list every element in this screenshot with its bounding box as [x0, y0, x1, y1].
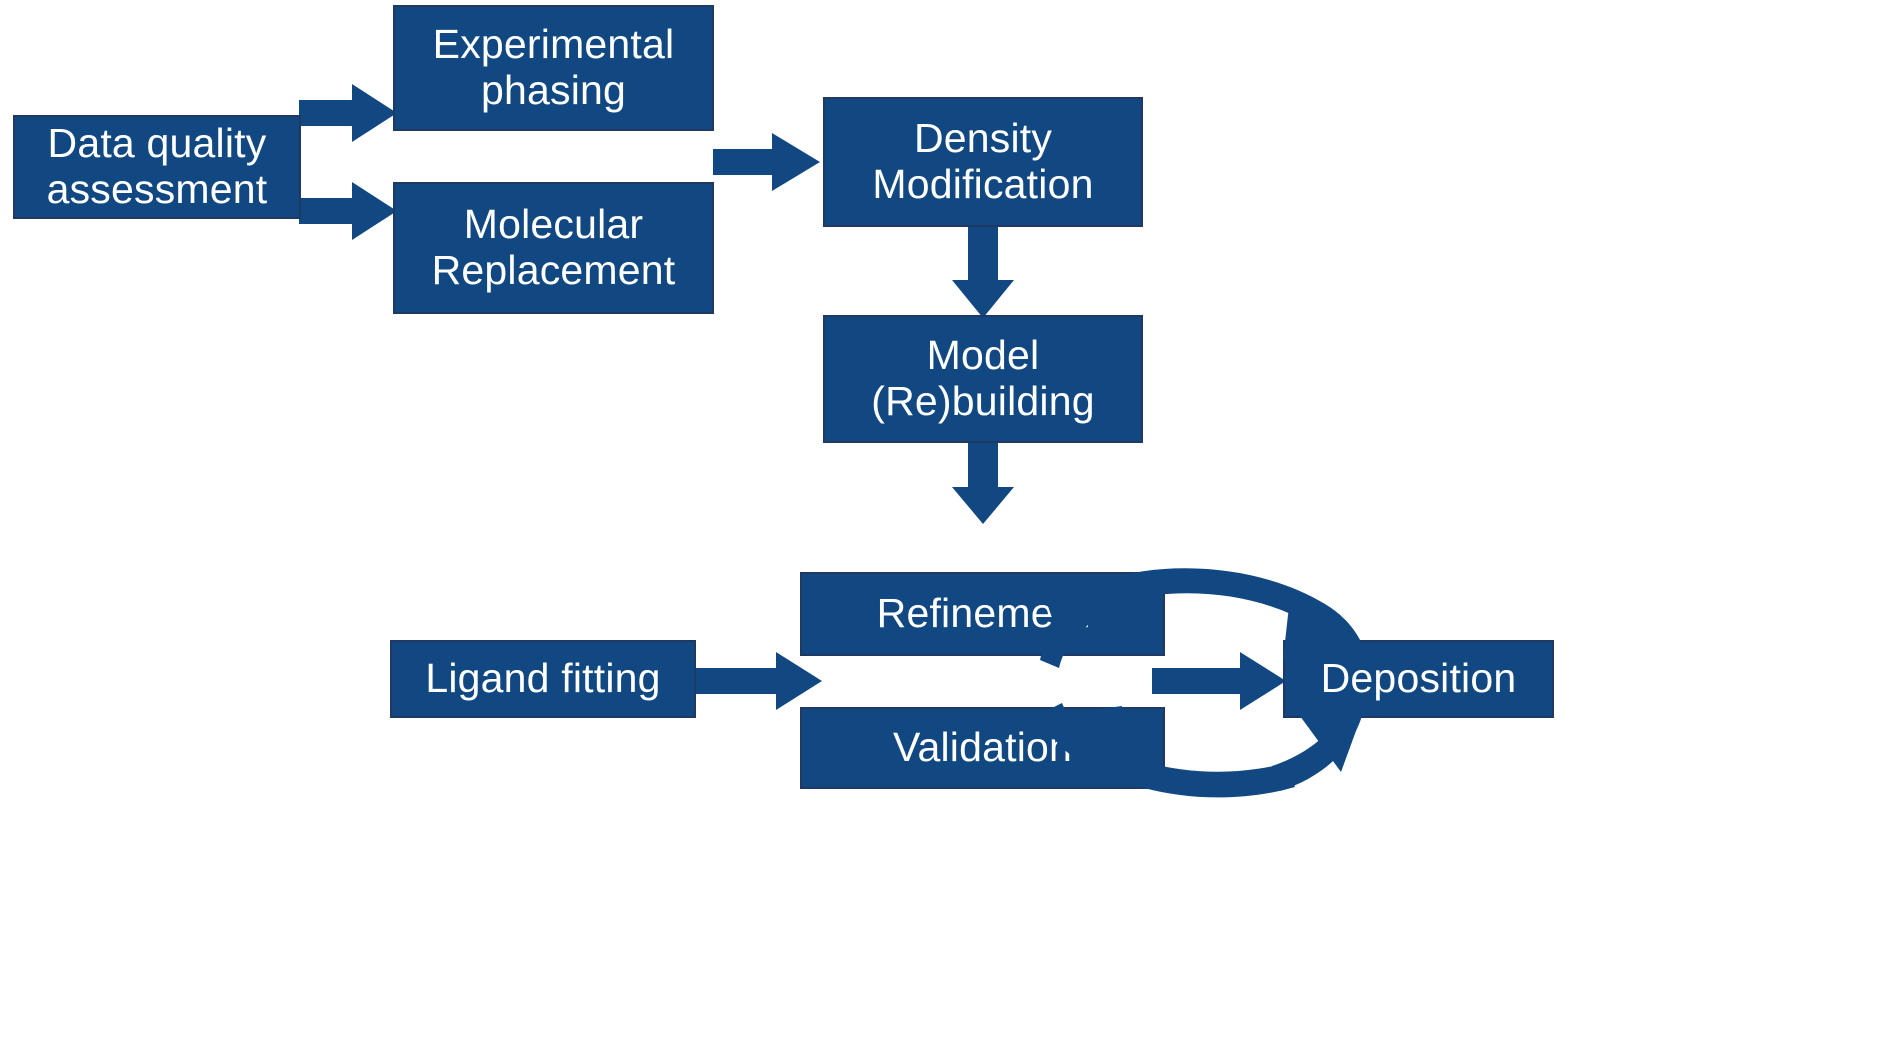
node-label: Model (Re)building [871, 332, 1095, 424]
node-deposition[interactable]: Deposition [1283, 640, 1554, 718]
arrow-cycle-to-deposition [1152, 652, 1286, 710]
arrow-dataquality-to-molreplacement [299, 182, 397, 240]
node-label: Deposition [1320, 655, 1517, 702]
arrow-modelrebuild-to-refinement [952, 443, 1014, 524]
node-label: Data quality assessment [46, 120, 268, 212]
arrow-ligandfitting-to-cycle [696, 652, 822, 710]
node-label: Validation [892, 724, 1073, 771]
node-ligand-fitting[interactable]: Ligand fitting [390, 640, 696, 718]
arrow-dataquality-to-expphasing [299, 84, 397, 142]
node-label: Refinement [876, 590, 1089, 637]
node-refinement[interactable]: Refinement [800, 572, 1165, 656]
node-molecular-replacement[interactable]: Molecular Replacement [393, 182, 714, 314]
node-model-rebuilding[interactable]: Model (Re)building [823, 315, 1143, 443]
node-label: Ligand fitting [425, 655, 661, 702]
node-label: Molecular Replacement [431, 201, 676, 293]
node-data-quality-assessment[interactable]: Data quality assessment [13, 115, 301, 219]
node-label: Density Modification [872, 115, 1094, 207]
node-density-modification[interactable]: Density Modification [823, 97, 1143, 227]
node-experimental-phasing[interactable]: Experimental phasing [393, 5, 714, 131]
arrow-densitymod-to-modelrebuild [952, 226, 1014, 318]
arrow-phasing-to-densitymod [713, 133, 820, 191]
node-label: Experimental phasing [432, 21, 675, 113]
node-validation[interactable]: Validation [800, 707, 1165, 789]
